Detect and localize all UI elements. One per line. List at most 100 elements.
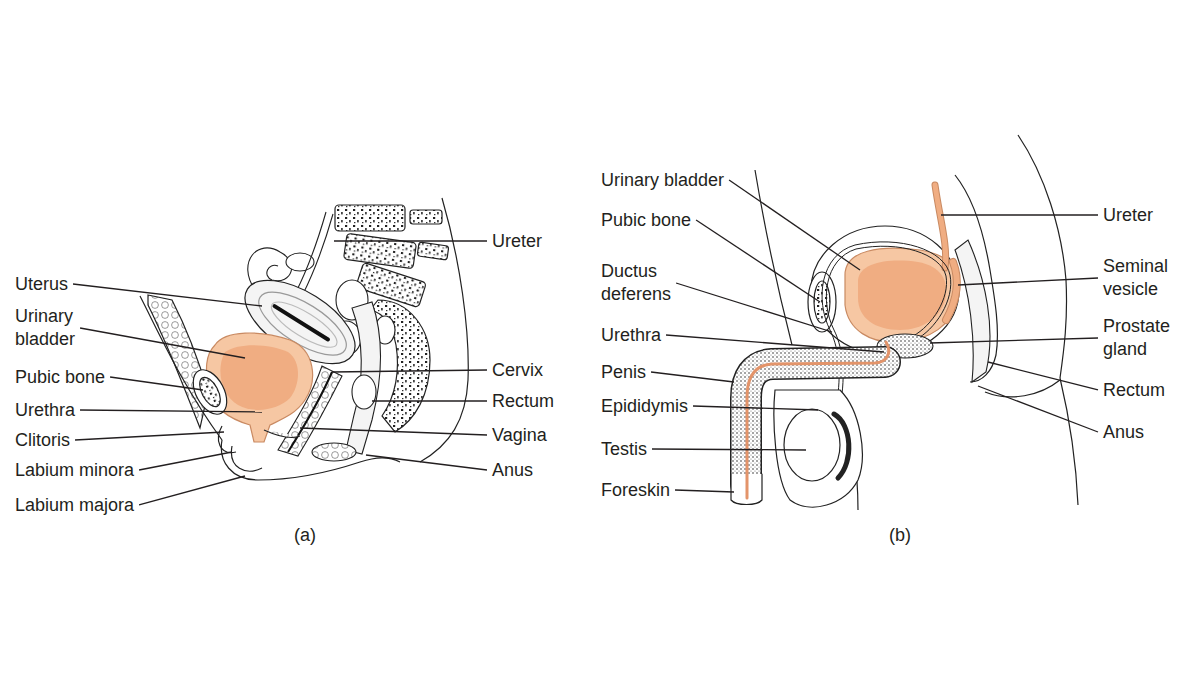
- leader-line: [332, 370, 487, 372]
- leader-line: [666, 335, 884, 352]
- leader-line: [958, 278, 1098, 285]
- part-label: Pubic bone: [15, 366, 105, 389]
- part-label: Uterus: [15, 273, 68, 296]
- body-outline: [985, 380, 1060, 397]
- leader-line: [941, 214, 1098, 215]
- ductus-deferens: [822, 242, 951, 410]
- leader-line: [675, 490, 734, 492]
- seminal-vesicle: [946, 262, 957, 320]
- spine: [417, 242, 449, 260]
- leader-line: [334, 240, 487, 241]
- part-label: Clitoris: [15, 429, 70, 452]
- leader-line: [80, 328, 245, 358]
- ureter: [296, 212, 333, 294]
- leader-line: [652, 449, 806, 450]
- body-outline: [955, 175, 997, 382]
- leader-line: [651, 372, 734, 382]
- leader-line: [80, 410, 262, 412]
- seminal-vesicle: [946, 262, 957, 320]
- urethra: [747, 342, 889, 498]
- ureter: [303, 214, 333, 294]
- part-label: Urinary bladder: [15, 305, 115, 351]
- part-label: Urethra: [601, 324, 661, 347]
- external-genitalia: [218, 426, 400, 480]
- urinary-bladder: [264, 430, 300, 437]
- ureter: [935, 185, 946, 268]
- external-genitalia: [221, 440, 400, 480]
- part-label: Urinary bladder: [601, 169, 724, 192]
- scrotum: [784, 409, 840, 481]
- leader-line: [110, 377, 203, 390]
- part-label: Rectum: [1103, 379, 1165, 402]
- ureter: [296, 212, 326, 292]
- part-label: Vagina: [492, 424, 547, 447]
- part-label: Labium majora: [15, 494, 134, 517]
- part-label: Ureter: [492, 230, 542, 253]
- part-label: Pubic bone: [601, 209, 691, 232]
- ureter: [935, 185, 946, 268]
- penis: [746, 362, 885, 484]
- leader-line: [676, 283, 832, 332]
- body-outline: [755, 170, 792, 345]
- part-label: Seminal vesicle: [1103, 255, 1193, 301]
- part-label: Prostate gland: [1103, 315, 1198, 361]
- leader-line: [729, 180, 860, 270]
- leader-line: [366, 455, 487, 470]
- part-label: Penis: [601, 361, 646, 384]
- scrotum: [774, 390, 862, 507]
- leader-line: [978, 386, 1098, 432]
- rectum: [312, 302, 381, 461]
- rectum: [955, 240, 990, 382]
- seminal-vesicle: [946, 262, 957, 320]
- body-outline: [1018, 135, 1067, 378]
- penis: [731, 362, 885, 505]
- uterus: [275, 306, 328, 339]
- leader-line: [139, 476, 245, 505]
- part-label: Ductus deferens: [601, 260, 701, 306]
- spine: [420, 198, 468, 462]
- part-label: Testis: [601, 438, 647, 461]
- scrotum: [834, 414, 849, 478]
- part-label: Ureter: [1103, 204, 1153, 227]
- part-label: Urethra: [15, 399, 75, 422]
- part-label: Foreskin: [601, 479, 670, 502]
- abdominal-wall: [148, 295, 208, 428]
- part-label: Anus: [1103, 421, 1144, 444]
- part-label: Anus: [492, 459, 533, 482]
- figure-letter: (b): [889, 524, 911, 547]
- spine: [335, 205, 405, 231]
- rectum: [312, 443, 356, 461]
- leader-line: [696, 220, 820, 302]
- leader-line: [139, 452, 232, 470]
- urinary-bladder: [220, 345, 298, 410]
- leader-line: [75, 432, 224, 440]
- spine: [410, 210, 442, 224]
- urethra: [747, 342, 889, 498]
- spine: [344, 233, 417, 268]
- part-label: Rectum: [492, 390, 554, 413]
- leader-line: [930, 338, 1098, 343]
- pubic-bone: [195, 374, 224, 410]
- leader-line: [73, 284, 262, 306]
- part-label: Labium minora: [15, 459, 134, 482]
- leader-line: [988, 362, 1098, 390]
- ductus-deferens: [826, 246, 946, 411]
- rectum: [955, 240, 990, 382]
- part-label: Epididymis: [601, 395, 688, 418]
- figure-letter: (a): [294, 524, 316, 547]
- rectum: [352, 375, 376, 409]
- ductus-deferens: [822, 242, 951, 411]
- leader-line: [693, 406, 818, 410]
- scrotum: [774, 390, 862, 507]
- external-genitalia: [231, 446, 262, 471]
- body-outline: [1060, 378, 1078, 505]
- part-label: Cervix: [492, 359, 543, 382]
- urinary-bladder: [858, 261, 946, 330]
- ureter: [935, 185, 946, 268]
- leader-line: [372, 400, 487, 401]
- penis: [746, 362, 885, 484]
- leader-line: [300, 428, 487, 435]
